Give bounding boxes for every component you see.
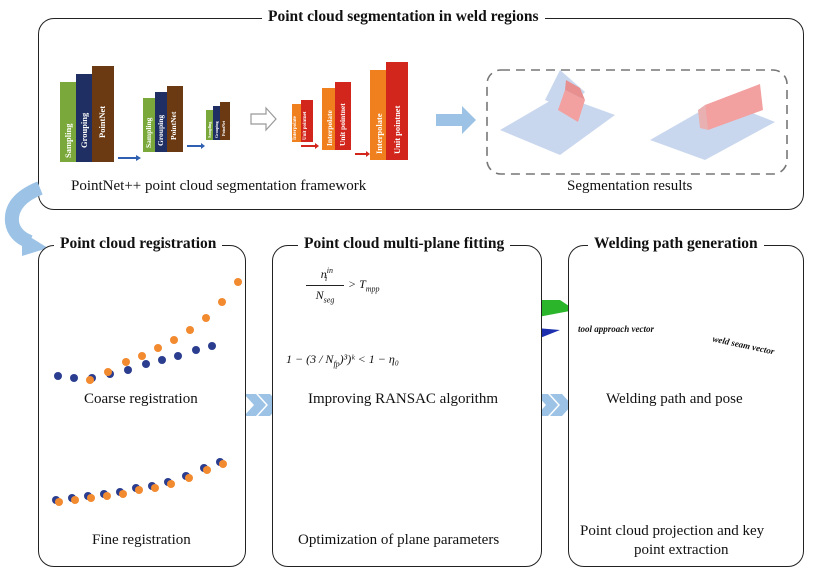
framework-caption: PointNet++ point cloud segmentation fram… [71, 178, 367, 194]
orange-point [122, 358, 130, 366]
orange-point [71, 496, 79, 504]
eq2-sub: fp [333, 359, 340, 369]
flow-arrows-small [118, 143, 370, 161]
fine-registration-caption: Fine registration [92, 532, 191, 548]
orange-point [167, 480, 175, 488]
blue-point [142, 360, 150, 368]
orange-point [135, 486, 143, 494]
layer-sampling-2 [143, 98, 156, 152]
ransac-equation-2: 1 − (3 / Nfp)³)ᵏ < 1 − η₀ [286, 352, 399, 368]
orange-point [119, 490, 127, 498]
blue-point [70, 374, 78, 382]
blue-point [174, 352, 182, 360]
orange-point [103, 492, 111, 500]
layer-unitpointnet-1 [301, 100, 313, 142]
layer-grouping-1 [76, 74, 94, 162]
layer-pointnet-2 [167, 86, 183, 152]
orange-point [151, 484, 159, 492]
layer-interpolate-2 [322, 88, 336, 150]
blue-point [208, 342, 216, 350]
results-frame [486, 69, 788, 175]
orange-point [202, 314, 210, 322]
blue-point [124, 366, 132, 374]
projection-caption-line2: point extraction [634, 542, 729, 558]
layer-unitpointnet-3 [386, 62, 408, 160]
orange-point [218, 298, 226, 306]
orange-point [138, 352, 146, 360]
welding-title: Welding path generation [588, 235, 764, 253]
orange-point [104, 368, 112, 376]
layer-grouping-2 [155, 92, 168, 152]
hollow-arrow-icon [250, 106, 277, 132]
eq2-text: 1 − (3 / N [286, 352, 334, 366]
layer-pointnet-3 [220, 102, 230, 140]
registration-title: Point cloud registration [54, 235, 223, 253]
segmentation-result-right [650, 84, 775, 160]
layer-sampling-3 [206, 110, 214, 140]
eq1-den: N [315, 288, 324, 302]
results-caption: Segmentation results [567, 178, 693, 194]
blue-point [192, 346, 200, 354]
registration-panel [38, 245, 246, 567]
eq1-den-sub: seg [323, 295, 335, 305]
orange-point [170, 336, 178, 344]
orange-point [55, 498, 63, 506]
layer-pointnet-1 [92, 66, 114, 162]
eq1-num-sup: in [326, 266, 333, 275]
layer-interpolate-3 [370, 70, 388, 160]
orange-point [219, 460, 227, 468]
eq1-num-sub: i [325, 274, 328, 284]
orange-point [186, 326, 194, 334]
orange-point [203, 466, 211, 474]
orange-point [185, 474, 193, 482]
coarse-registration-caption: Coarse registration [84, 391, 198, 407]
projection-caption-line1: Point cloud projection and key [580, 523, 765, 539]
segmentation-title: Point cloud segmentation in weld regions [262, 8, 545, 26]
ransac-caption: Improving RANSAC algorithm [308, 391, 498, 407]
eq2-tail: )³)ᵏ < 1 − η₀ [339, 352, 399, 366]
tool-approach-vector-label: tool approach vector [578, 324, 654, 334]
eq1-num: n [320, 267, 327, 281]
segmentation-result-left [500, 70, 615, 155]
layer-grouping-3 [213, 106, 221, 140]
orange-point [154, 344, 162, 352]
optimization-caption: Optimization of plane parameters [298, 532, 500, 548]
to-results-arrow-icon [436, 106, 476, 134]
layer-sampling-1 [60, 82, 78, 162]
blue-point [54, 372, 62, 380]
blue-point [158, 356, 166, 364]
orange-point [234, 278, 242, 286]
welding-panel [568, 245, 804, 567]
fitting-title: Point cloud multi-plane fitting [298, 235, 511, 253]
fitting-panel [272, 245, 542, 567]
eq1-rel-sub: mpp [365, 284, 380, 294]
pose-caption: Welding path and pose [606, 391, 743, 407]
orange-point [86, 376, 94, 384]
layer-interpolate-1 [292, 104, 302, 142]
orange-point [87, 494, 95, 502]
layer-unitpointnet-2 [335, 82, 351, 150]
eq1-rel: > T [348, 277, 366, 291]
